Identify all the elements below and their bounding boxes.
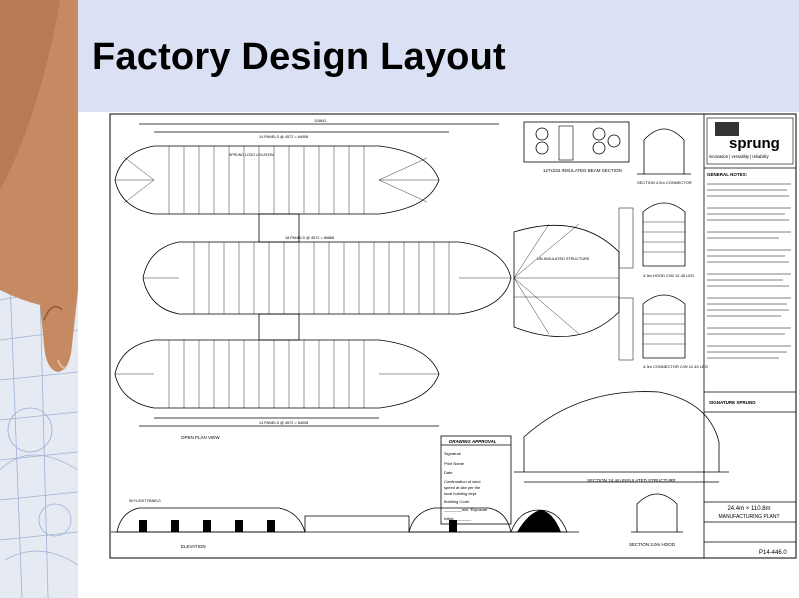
hood-label: 4.3m HOOD C/W 12.45 LEG <box>643 273 694 278</box>
slide-title: Factory Design Layout <box>92 36 506 78</box>
connector-section-label: SECTION 4.5m CONNECTOR <box>637 180 692 185</box>
building-description: MANUFACTURING PLANT <box>718 514 779 520</box>
approval-line: Print Name <box>444 461 465 466</box>
plan-view-label: OPEN PLAN VIEW <box>181 435 220 440</box>
section-244-label: SECTION 24.4m INSULATED STRUCTURE <box>587 478 676 483</box>
panel-dimension-bottom: 14 PANELS @ 4572 = 64008 <box>259 421 308 425</box>
drawing-number: P14-446.0 <box>759 550 787 556</box>
title-band <box>78 0 799 112</box>
panel-dimension-middle: 18 PANELS @ 4572 = 86868 <box>285 236 334 240</box>
approval-heading: DRAWING APPROVAL <box>449 439 497 444</box>
approval-line: Initial________ <box>444 516 472 521</box>
signature-heading: SIGNATURE SPRUNG <box>709 400 756 405</box>
sprung-tagline: innovation | versatility | reliability <box>709 154 770 159</box>
hand-blueprint-image <box>0 0 78 598</box>
hood-section-label: SECTION 3.0m HOOD <box>629 542 676 547</box>
beam-section-label: 127x234 INSULATED BEAM SECTION <box>543 168 622 173</box>
overall-dimension: 110841 <box>314 119 326 123</box>
hand-photo <box>0 0 78 598</box>
logo-location-note: SPRUNG LOGO LOCATION <box>229 153 274 157</box>
approval-line: local building dept. <box>444 491 477 496</box>
approval-line: speed at site per the <box>444 485 481 490</box>
approval-line: Building Code: <box>444 499 470 504</box>
elevation-label: ELEVATION <box>181 544 206 549</box>
connector-label: 4.3m CONNECTOR C/W 12.45 LEG <box>643 364 708 369</box>
blueprint-drawing: sprung innovation | versatility | reliab… <box>109 112 799 561</box>
approval-line: Confirmation of wind <box>444 479 480 484</box>
general-notes-heading: GENERAL NOTES: <box>707 172 748 177</box>
blueprint-svg: sprung innovation | versatility | reliab… <box>109 113 797 559</box>
building-size: 24.4m × 110.8m <box>727 506 770 512</box>
sprung-logo-text: sprung <box>729 135 780 152</box>
panel-dimension-top: 14 PANELS @ 4572 = 64008 <box>259 135 308 139</box>
slide-footer-space <box>78 561 799 598</box>
skylight-note: SKYLIGHT PANELS <box>129 499 161 503</box>
approval-line: Signature <box>444 451 462 456</box>
approval-line: Date <box>444 470 453 475</box>
uninsulated-note: UN-INSULATED STRUCTURE <box>537 257 590 261</box>
approval-line: ________m/s. Exposure <box>443 507 488 512</box>
